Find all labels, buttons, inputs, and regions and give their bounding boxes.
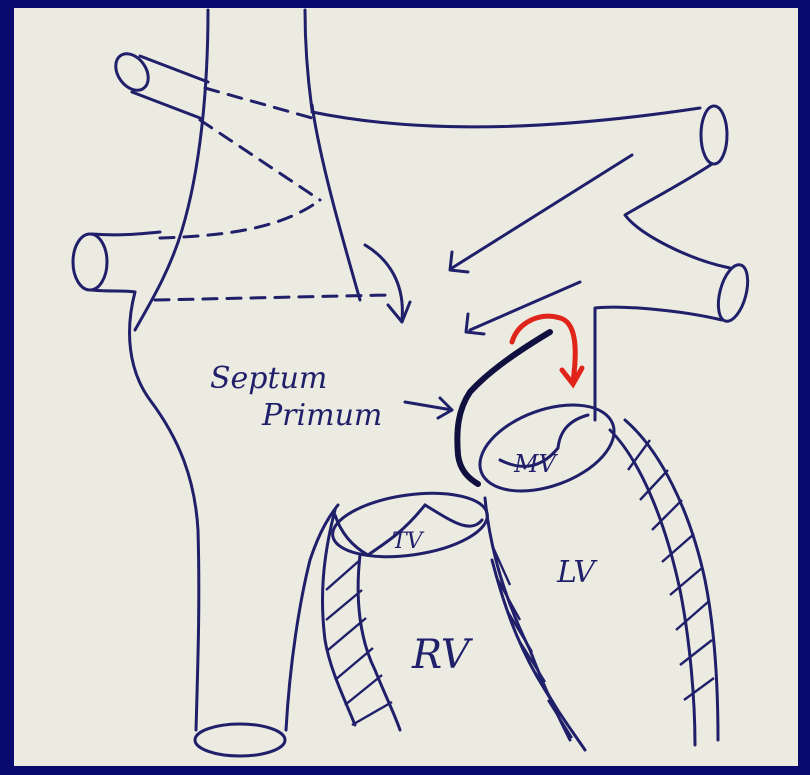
flow-arrow-pv (452, 155, 632, 268)
label-tv: TV (392, 529, 425, 554)
tricuspid-valve-leaflet-2 (425, 505, 482, 526)
heart-diagram: Septum Primum MV TV LV RV (14, 8, 798, 766)
label-primum: Primum (261, 398, 382, 433)
svc-right-wall (305, 10, 312, 110)
flow-arrow-svc (365, 245, 402, 320)
sketch-paper: Septum Primum MV TV LV RV (14, 8, 798, 766)
lower-left-vein-opening (73, 234, 107, 290)
upper-left-vein-opening (109, 48, 155, 97)
lv-outer-wall-1 (610, 430, 695, 745)
ivs-left-wall (485, 498, 570, 740)
lower-right-vein-opening (713, 262, 753, 325)
upper-right-vein-opening (701, 106, 727, 164)
left-atrium-top (312, 108, 700, 127)
label-septum: Septum (210, 361, 327, 396)
upper-right-vein-bottom (625, 164, 730, 268)
label-mv: MV (513, 450, 559, 478)
mitral-valve-leaflet-2 (558, 415, 588, 448)
upper-left-vein-top (140, 56, 208, 82)
ivc-opening (195, 724, 285, 756)
label-lv: LV (556, 555, 598, 590)
upper-left-vein-bottom (132, 92, 200, 118)
flow-arrow-svc-head (388, 302, 410, 322)
mitral-valve-ring (468, 388, 626, 507)
hidden-vein-4 (155, 295, 390, 300)
label-rv: RV (411, 632, 474, 678)
lower-right-vein-bottom (595, 307, 722, 420)
lower-left-vein-top (92, 232, 160, 235)
right-atrium-wall (130, 292, 199, 730)
interatrial-line (312, 105, 360, 300)
hidden-vein-1 (205, 88, 312, 118)
hidden-vein-2 (200, 120, 320, 200)
rv-inner-wall (358, 555, 400, 730)
lower-left-vein-bottom (92, 290, 135, 292)
